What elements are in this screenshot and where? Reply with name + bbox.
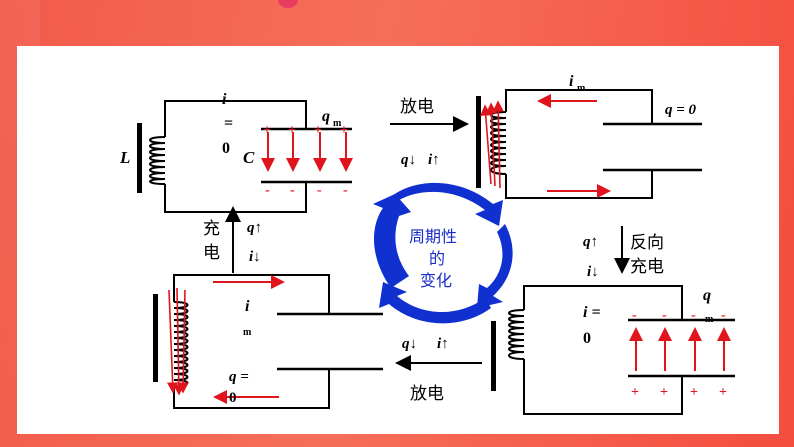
wire [523,359,683,415]
minus-sign: - [290,183,295,198]
capacitor-label: C [243,148,255,167]
inductor-core [153,294,158,382]
charge-value: 0 [229,390,237,406]
current-symbol: i [222,91,227,108]
current-symbol: i = [583,304,601,321]
cycle-arrow-left [373,194,411,288]
transition-label: 充 [203,219,220,239]
plus-sign: + [719,385,727,400]
plus-sign: + [340,123,348,138]
transition-charge-left: 充 电 q↑ i↓ [203,206,262,273]
current-change: i↑ [428,152,440,168]
wire [505,89,653,124]
charge-change: q↑ [583,234,598,250]
magnetic-field-lines [480,100,504,189]
transition-reverse-charge: q↑ i↓ 反向 充电 [583,226,664,280]
plus-sign: + [263,123,271,138]
minus-sign: - [265,183,270,198]
charge-change: q↓ [401,152,416,168]
wire [505,170,653,199]
inductor-core [476,96,481,188]
current-symbol: i [245,298,250,315]
inductor-label: L [119,148,130,167]
minus-sign: - [343,183,348,198]
minus-sign: - [662,308,667,323]
charge-value: q = 0 [665,102,697,118]
current-symbol: i [569,73,574,90]
transition-discharge-top: 放电 q↓ i↑ [390,97,469,168]
current-change: i↑ [437,336,449,352]
cycle-arrow-right [477,224,513,308]
field-arrows [629,327,731,371]
circuit-bottom-right: - - - - + + + + i = 0 q m [491,285,735,415]
cycle-arrow-bottom [379,282,491,324]
transition-label: 放电 [410,384,444,404]
inductor-coil [149,136,166,185]
current-change: i↓ [249,249,261,265]
charge-subscript: m [705,314,714,325]
top-dot-decoration [278,0,298,8]
plus-sign: + [314,123,322,138]
wire [523,285,683,320]
transition-label: 放电 [400,97,434,117]
transition-label: 充电 [630,257,664,277]
wire [173,369,330,409]
current-value: 0 [583,330,591,347]
wire [173,274,330,314]
wire [164,182,307,213]
minus-sign: - [691,308,696,323]
charge-change: q↓ [402,336,417,352]
cycle-arrows: 周期性 的 变化 [373,182,513,324]
minus-sign: - [317,183,322,198]
minus-sign: - [632,308,637,323]
current-subscript: m [243,327,252,338]
transition-discharge-bottom: q↓ i↑ 放电 [395,336,482,404]
equals-sign: = [224,115,233,132]
charge-change: q↑ [247,220,262,236]
magnetic-field-lines [167,287,189,396]
current-subscript: m [577,83,586,94]
lc-oscillation-diagram: + + + + - - - - L C i = 0 q m 放电 q↓ i↑ [119,73,735,415]
cycle-label-line3: 变化 [420,271,452,290]
field-arrows [261,132,353,172]
plus-sign: + [631,385,639,400]
transition-label: 电 [203,243,220,263]
charge-symbol: q [322,108,330,125]
inductor-coil [173,301,189,387]
plus-sign: + [660,385,668,400]
cycle-label-line1: 周期性 [409,227,457,246]
minus-sign: - [721,308,726,323]
charge-symbol: q = [229,369,249,385]
cycle-arrow-top [389,182,503,226]
inductor-core [491,321,496,391]
current-value: 0 [222,140,230,157]
circuit-top-left: + + + + - - - - L C i = 0 q m [119,91,353,213]
transition-label: 反向 [630,233,664,253]
charge-subscript: m [333,118,342,129]
plus-sign: + [288,123,296,138]
inductor-coil [508,309,525,360]
circuit-bottom-left: i m q = 0 [153,274,383,409]
slide-canvas: + + + + - - - - L C i = 0 q m 放电 q↓ i↑ [17,46,779,434]
circuit-top-right: i m q = 0 [476,73,702,199]
inductor-core [137,123,142,193]
wire [164,100,307,137]
charge-symbol: q [703,287,711,304]
current-change: i↓ [587,264,599,280]
plus-sign: + [690,385,698,400]
cycle-label-line2: 的 [429,249,445,268]
